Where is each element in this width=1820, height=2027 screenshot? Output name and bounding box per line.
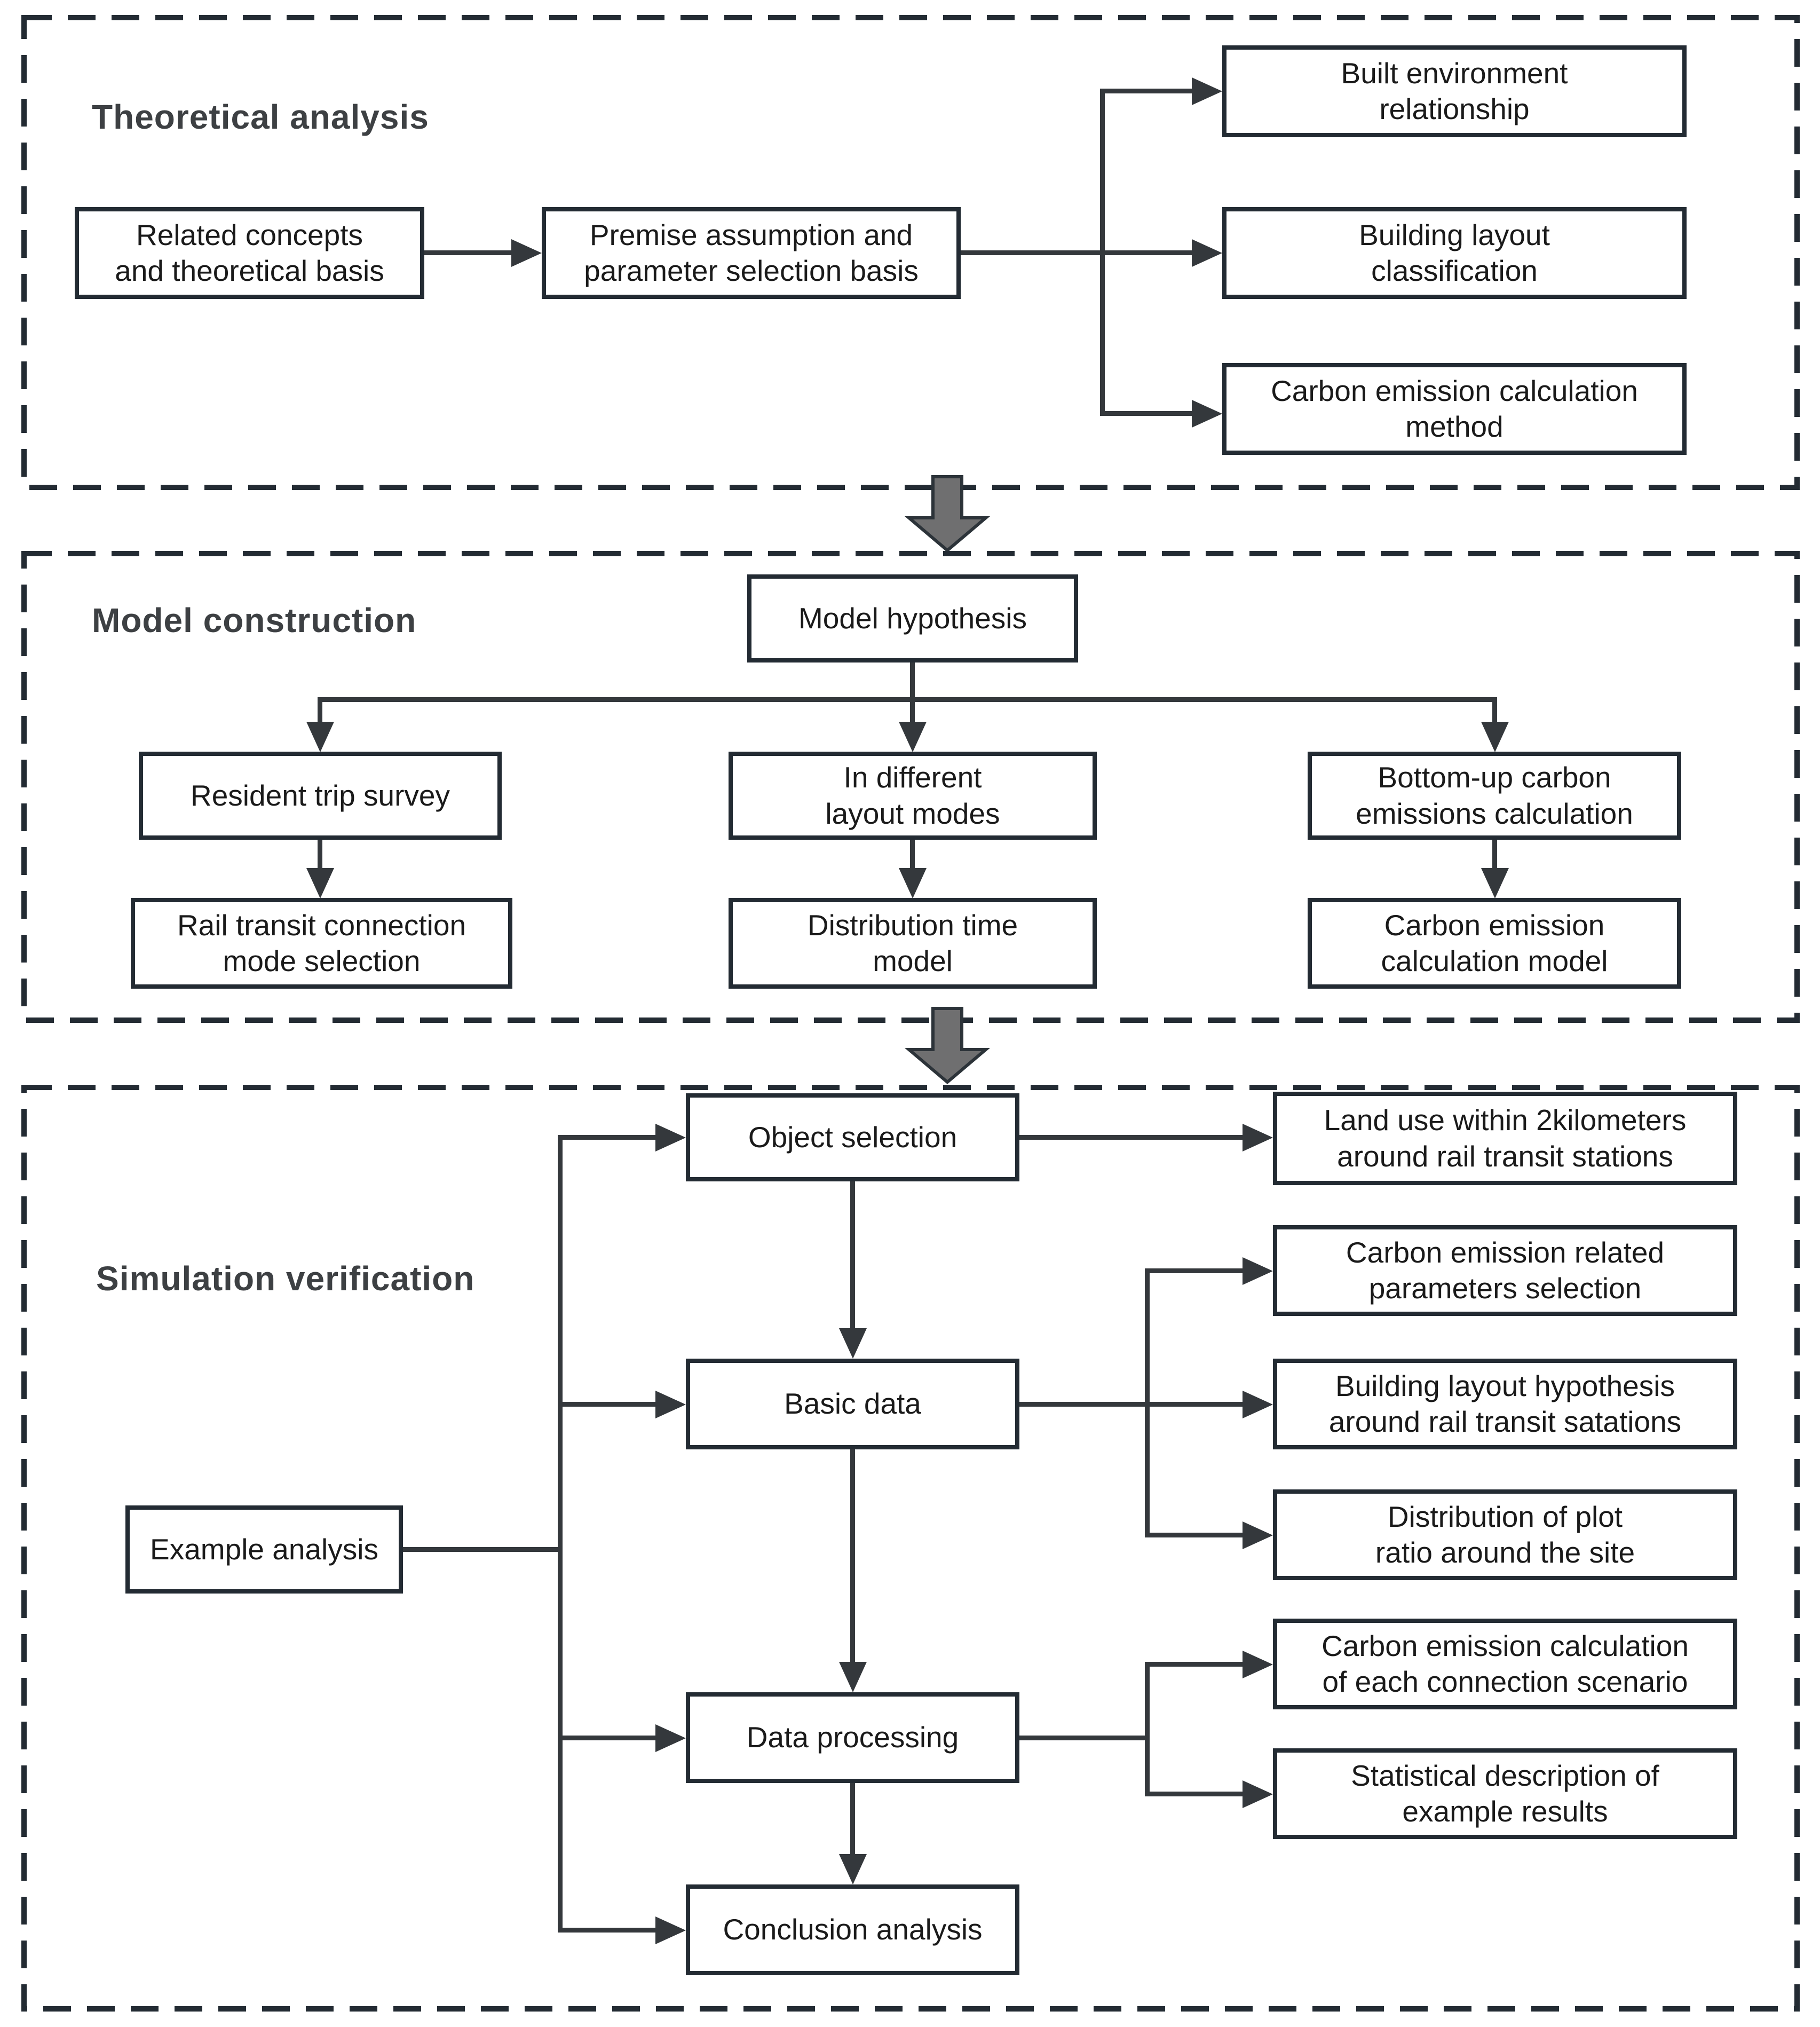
connector-line bbox=[1019, 1736, 1148, 1740]
arrowhead-right bbox=[1243, 1124, 1273, 1151]
connector-line bbox=[1100, 250, 1193, 255]
connector-line bbox=[850, 1783, 855, 1856]
arrowhead-down bbox=[839, 1854, 867, 1884]
connector-line bbox=[558, 1736, 659, 1740]
arrowhead-right bbox=[1192, 400, 1222, 428]
connector-line bbox=[318, 697, 322, 723]
connector-line bbox=[910, 697, 915, 723]
premise-assumption-box: Premise assumption and parameter selecti… bbox=[542, 207, 961, 299]
section-transition-arrow bbox=[905, 1007, 990, 1084]
arrowhead-right bbox=[511, 239, 542, 267]
arrowhead-down bbox=[839, 1662, 867, 1692]
model-hypothesis-box: Model hypothesis bbox=[747, 574, 1078, 662]
connector-line bbox=[1019, 1135, 1246, 1140]
arrowhead-right bbox=[655, 1916, 686, 1944]
connector-line bbox=[910, 662, 915, 700]
bottom-up-carbon-box: Bottom-up carbon emissions calculation bbox=[1308, 752, 1681, 840]
connector-line bbox=[318, 697, 1497, 702]
conclusion-analysis-box: Conclusion analysis bbox=[686, 1884, 1019, 1975]
related-concepts-box: Related concepts and theoretical basis bbox=[75, 207, 424, 299]
data-processing-box: Data processing bbox=[686, 1692, 1019, 1783]
statistical-description-box: Statistical description of example resul… bbox=[1273, 1748, 1737, 1839]
connector-line bbox=[850, 1181, 855, 1331]
arrowhead-right bbox=[1243, 1651, 1273, 1678]
arrowhead-right bbox=[1243, 1780, 1273, 1808]
object-selection-box: Object selection bbox=[686, 1093, 1019, 1181]
connector-line bbox=[1145, 1533, 1246, 1537]
distribution-time-model-box: Distribution time model bbox=[729, 898, 1097, 989]
connector-line bbox=[318, 840, 322, 869]
model-section-title: Model construction bbox=[92, 601, 417, 640]
arrowhead-down bbox=[899, 868, 927, 898]
building-layout-hypothesis-box: Building layout hypothesis around rail t… bbox=[1273, 1359, 1737, 1449]
arrowhead-down bbox=[306, 722, 334, 752]
building-layout-classification-box: Building layout classification bbox=[1222, 207, 1687, 299]
connector-line bbox=[910, 840, 915, 869]
connector-line bbox=[1145, 1662, 1150, 1796]
arrowhead-down bbox=[1481, 722, 1509, 752]
connector-line bbox=[1100, 89, 1193, 93]
land-use-box: Land use within 2kilometers around rail … bbox=[1273, 1092, 1737, 1185]
connector-line bbox=[1145, 1268, 1246, 1273]
arrowhead-down bbox=[899, 722, 927, 752]
arrowhead-down bbox=[306, 868, 334, 898]
built-environment-box: Built environment relationship bbox=[1222, 45, 1687, 137]
arrowhead-down bbox=[1481, 868, 1509, 898]
example-analysis-box: Example analysis bbox=[125, 1505, 403, 1594]
connector-line bbox=[1492, 697, 1497, 723]
arrowhead-right bbox=[1243, 1257, 1273, 1285]
connector-line bbox=[403, 1547, 563, 1552]
carbon-params-box: Carbon emission related parameters selec… bbox=[1273, 1225, 1737, 1316]
plot-ratio-box: Distribution of plot ratio around the si… bbox=[1273, 1489, 1737, 1580]
section-transition-arrow bbox=[905, 475, 990, 553]
carbon-scenario-box: Carbon emission calculation of each conn… bbox=[1273, 1619, 1737, 1709]
connector-line bbox=[961, 250, 1105, 255]
connector-line bbox=[1145, 1792, 1246, 1796]
connector-line bbox=[1145, 1662, 1246, 1667]
in-different-layout-modes-box: In different layout modes bbox=[729, 752, 1097, 840]
connector-line bbox=[424, 250, 515, 255]
rail-transit-connection-box: Rail transit connection mode selection bbox=[131, 898, 512, 989]
arrowhead-right bbox=[1192, 239, 1222, 267]
arrowhead-right bbox=[1243, 1391, 1273, 1418]
connector-line bbox=[1492, 840, 1497, 869]
basic-data-box: Basic data bbox=[686, 1359, 1019, 1449]
simulation-section-title: Simulation verification bbox=[96, 1259, 475, 1298]
connector-line bbox=[558, 1402, 659, 1407]
connector-line bbox=[558, 1928, 659, 1933]
carbon-method-box: Carbon emission calculation method bbox=[1222, 363, 1687, 455]
connector-line bbox=[558, 1135, 659, 1140]
arrowhead-right bbox=[1243, 1521, 1273, 1549]
arrowhead-down bbox=[839, 1328, 867, 1359]
connector-line bbox=[1019, 1402, 1148, 1407]
arrowhead-right bbox=[655, 1391, 686, 1418]
arrowhead-right bbox=[1192, 77, 1222, 105]
arrowhead-right bbox=[655, 1724, 686, 1752]
connector-line bbox=[1100, 411, 1193, 416]
carbon-calc-model-box: Carbon emission calculation model bbox=[1308, 898, 1681, 989]
connector-line bbox=[1145, 1402, 1246, 1407]
resident-trip-survey-box: Resident trip survey bbox=[139, 752, 502, 840]
connector-line bbox=[850, 1449, 855, 1664]
theoretical-section-title: Theoretical analysis bbox=[92, 98, 429, 136]
connector-line bbox=[558, 1135, 563, 1933]
arrowhead-right bbox=[655, 1124, 686, 1151]
